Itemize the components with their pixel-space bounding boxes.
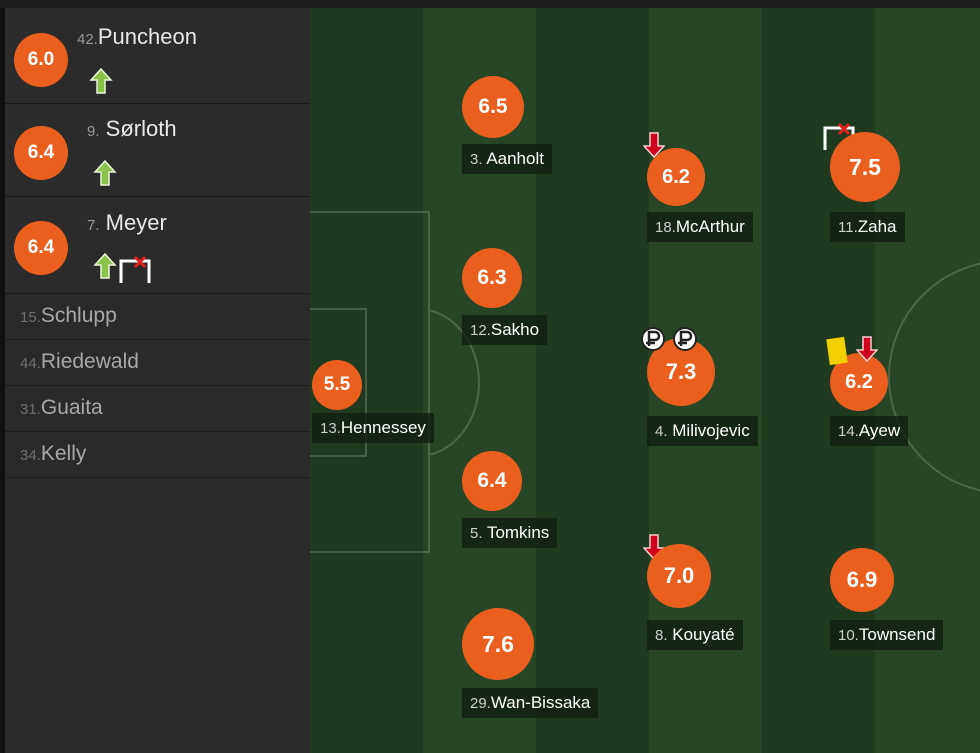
rating-badge: 6.2 [647,148,705,206]
rating-badge: 6.5 [462,76,524,138]
player-label[interactable]: 3. Aanholt [462,144,552,174]
player-label[interactable]: 29.Wan-Bissaka [462,688,599,718]
penalty-icon [641,327,665,351]
rating-badge: 5.5 [312,360,362,410]
rating-badge: 6.9 [830,548,894,612]
sub-in-arrow-icon [89,68,113,94]
rating-badge: 7.0 [647,544,711,608]
missed-goal-icon [119,255,151,283]
bench-row[interactable]: 15.Schlupp [5,294,310,340]
pitch: 5.5 13.Hennessey 6.5 3. Aanholt 6.3 12.S… [310,8,980,753]
player-label[interactable]: 10.Townsend [830,620,944,650]
player-name: 42.Puncheon [77,24,197,49]
rating-badge: 6.4 [14,126,68,180]
goal-area [310,308,367,457]
penalty-icon [673,327,697,351]
bench-row[interactable]: 44.Riedewald [5,340,310,386]
bench-row[interactable]: 31.Guaita [5,386,310,432]
player-label[interactable]: 4. Milivojevic [647,416,758,446]
player-label[interactable]: 11.Zaha [830,212,905,242]
substitute-row[interactable]: 6.0 42.Puncheon [5,8,310,104]
player-name: 7. Meyer [87,210,167,235]
player-label[interactable]: 14.Ayew [830,416,909,446]
sub-out-arrow-icon [856,336,878,362]
rating-badge: 6.2 [830,353,888,411]
top-bar [0,0,980,8]
substitute-row[interactable]: 6.4 9. Sørloth [5,104,310,197]
sub-in-arrow-icon [93,253,117,279]
player-name: 9. Sørloth [87,116,177,141]
substitutes-panel: 6.0 42.Puncheon 6.4 9. Sørloth 6.4 7. Me… [5,8,310,753]
player-label[interactable]: 12.Sakho [462,315,548,345]
rating-badge: 7.6 [462,608,534,680]
player-label[interactable]: 18.McArthur [647,212,753,242]
substitute-row[interactable]: 6.4 7. Meyer [5,197,310,294]
sub-out-arrow-icon [643,132,665,158]
sub-in-arrow-icon [93,160,117,186]
player-label[interactable]: 5. Tomkins [462,518,558,548]
bench-row[interactable]: 34.Kelly [5,432,310,478]
yellow-card-icon [826,336,848,366]
rating-badge: 7.5 [830,132,900,202]
player-label[interactable]: 8. Kouyaté [647,620,743,650]
player-label[interactable]: 13.Hennessey [312,413,434,443]
penalty-area [310,211,430,553]
rating-badge: 6.0 [14,33,68,87]
rating-badge: 6.3 [462,248,522,308]
center-circle [888,260,980,494]
rating-badge: 6.4 [14,221,68,275]
rating-badge: 6.4 [462,451,522,511]
